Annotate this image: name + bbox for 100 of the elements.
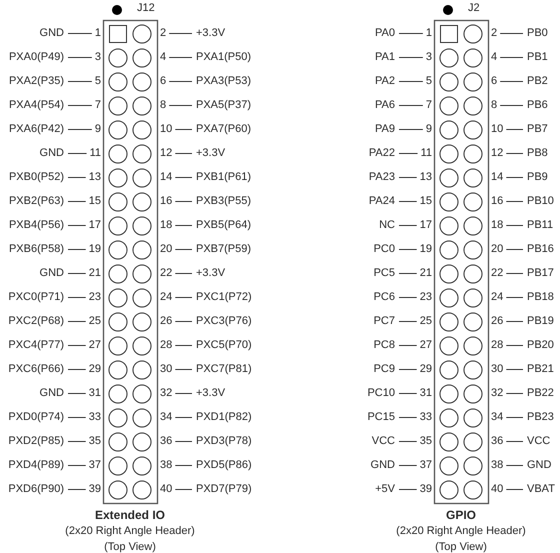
pin-number: 19 — [420, 243, 432, 256]
pin-line — [506, 129, 524, 130]
pin-line — [506, 369, 524, 370]
pin-number: 29 — [88, 363, 101, 376]
pin-number: 39 — [420, 483, 432, 496]
pin-line — [174, 249, 192, 250]
signal-name: NC — [379, 219, 395, 232]
pin-line — [68, 417, 86, 418]
pin-number: 36 — [491, 435, 504, 448]
signal-name: PXB6(P58) — [8, 243, 64, 256]
pin-line — [398, 129, 424, 130]
signal-name: PC15 — [367, 411, 395, 424]
signal-name: PXD2(P85) — [8, 435, 64, 448]
pin-line — [174, 345, 192, 346]
pin-line — [398, 345, 418, 346]
pin-number: 1 — [426, 27, 432, 40]
signal-name: PXC5(P70) — [196, 339, 252, 352]
pin-number: 32 — [491, 387, 504, 400]
pin-number: 35 — [88, 435, 101, 448]
pin-number: 16 — [491, 195, 504, 208]
pin-number: 30 — [491, 363, 504, 376]
pin-number: 17 — [88, 219, 101, 232]
connector-label: J12 — [137, 2, 155, 15]
pin-line — [506, 345, 524, 346]
signal-name: PC8 — [374, 339, 395, 352]
signal-name: PC9 — [374, 363, 395, 376]
signal-name: PXC7(P81) — [196, 363, 252, 376]
signal-name: PA9 — [375, 123, 395, 136]
pin-number: 6 — [491, 75, 498, 88]
pin-number: 33 — [88, 411, 101, 424]
signal-name: PXD4(P89) — [8, 459, 64, 472]
pin-line — [398, 33, 424, 34]
pin-line — [506, 393, 524, 394]
signal-name: PA0 — [375, 27, 395, 40]
signal-name: PA23 — [368, 171, 395, 184]
signal-name: PC0 — [374, 243, 395, 256]
signal-name: PXD1(P82) — [196, 411, 252, 424]
signal-name: PB11 — [527, 219, 554, 232]
pin-line — [168, 81, 192, 82]
pin-number: 8 — [491, 99, 498, 112]
signal-name: PXB0(P52) — [8, 171, 64, 184]
pin-line — [500, 57, 524, 58]
signal-name: PXA5(P37) — [196, 99, 252, 112]
signal-name: PA24 — [368, 195, 395, 208]
header-caption: (2x20 Right Angle Header) — [64, 525, 196, 538]
pin-number: 24 — [160, 291, 172, 304]
pin-number: 27 — [88, 339, 101, 352]
pin-line — [398, 297, 418, 298]
pin-line — [174, 129, 192, 130]
signal-name: PXC3(P76) — [196, 315, 252, 328]
signal-name: +5V — [375, 483, 395, 496]
signal-name: PB6 — [527, 99, 548, 112]
pin-number: 40 — [491, 483, 504, 496]
signal-name: PA6 — [375, 99, 395, 112]
pin-number: 14 — [160, 171, 172, 184]
signal-name: PXB4(P56) — [8, 219, 64, 232]
pin-number: 29 — [420, 363, 432, 376]
pin-number: 19 — [88, 243, 101, 256]
pin-line — [398, 177, 418, 178]
pin-number: 25 — [88, 315, 101, 328]
signal-name: PB1 — [527, 51, 548, 64]
pin-line — [398, 369, 418, 370]
signal-name: GND — [370, 459, 395, 472]
signal-name: +3.3V — [196, 147, 226, 160]
signal-name: PB7 — [527, 123, 548, 136]
pin-line — [506, 201, 524, 202]
pin-number: 30 — [160, 363, 172, 376]
pin-line — [398, 249, 418, 250]
pin-line — [68, 105, 92, 106]
signal-name: GND — [40, 387, 64, 400]
signal-name: PXD3(P78) — [196, 435, 252, 448]
pin-line — [506, 417, 524, 418]
pin-number: 38 — [491, 459, 504, 472]
pin-number: 34 — [491, 411, 504, 424]
signal-name: +3.3V — [196, 267, 226, 280]
pin-line — [506, 321, 524, 322]
pin-line — [168, 33, 192, 34]
signal-name: PA2 — [375, 75, 395, 88]
pin-number: 36 — [160, 435, 172, 448]
signal-name: PC7 — [374, 315, 395, 328]
pin-number: 20 — [160, 243, 172, 256]
signal-name: VCC — [372, 435, 395, 448]
pin-number: 22 — [160, 267, 172, 280]
pin-line — [174, 153, 192, 154]
pin-number: 9 — [94, 123, 101, 136]
pin-number: 13 — [88, 171, 101, 184]
signal-name: PXD6(P90) — [8, 483, 64, 496]
pin-number: 34 — [160, 411, 172, 424]
pin-number: 28 — [491, 339, 504, 352]
pin-line — [398, 489, 418, 490]
pin-line — [398, 225, 418, 226]
signal-name: PXB1(P61) — [196, 171, 252, 184]
pin-number: 3 — [426, 51, 432, 64]
pin-number: 16 — [160, 195, 172, 208]
pin-line — [398, 273, 418, 274]
signal-name: PB9 — [527, 171, 548, 184]
pin-number: 10 — [160, 123, 172, 136]
pin-line — [168, 57, 192, 58]
signal-name: PXD5(P86) — [196, 459, 252, 472]
pin-number: 15 — [88, 195, 101, 208]
